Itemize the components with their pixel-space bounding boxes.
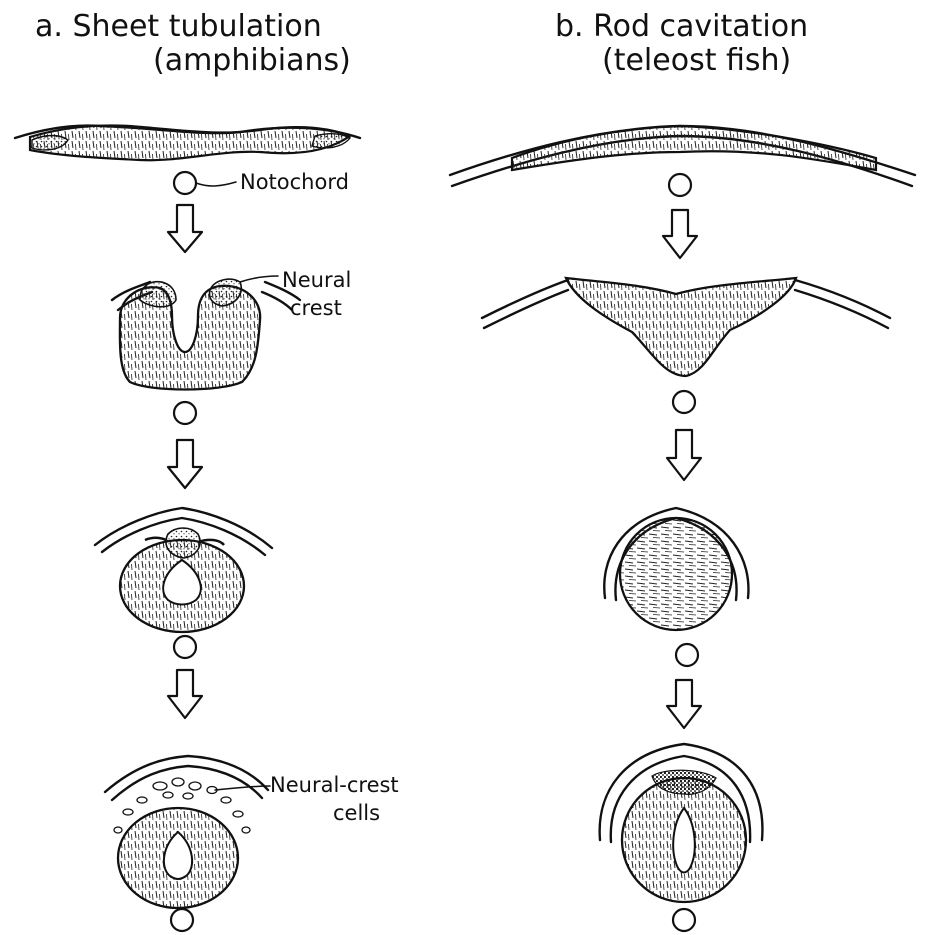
b-stage3-neural-rod	[604, 508, 748, 666]
neural-crest-cells-leader-line	[215, 786, 270, 790]
b-arrow-1	[663, 210, 697, 258]
notochord	[174, 172, 196, 194]
b-notochord-1	[669, 174, 691, 196]
a-stage1-neural-plate	[15, 125, 360, 194]
b-stage1-plate	[450, 126, 915, 196]
neural-rod	[620, 518, 732, 630]
neural-crest-dots-right	[312, 134, 350, 148]
b-stage4-cavitated-tube	[600, 744, 763, 931]
a-arrow-3	[168, 670, 202, 718]
a-stage4-neural-tube	[105, 756, 270, 931]
notochord-leader-line	[196, 182, 236, 186]
b-arrow-3	[667, 680, 701, 728]
a-arrow-1	[168, 205, 202, 252]
a-arrow-2	[168, 440, 202, 488]
notochord-4	[171, 909, 193, 931]
a-stage2-neural-folds	[112, 276, 300, 424]
b-stage2-neural-keel	[482, 278, 890, 413]
neural-plate	[30, 125, 350, 160]
notochord-3	[174, 636, 196, 658]
neural-crest-left-fold	[140, 282, 176, 307]
b-notochord-4	[673, 909, 695, 931]
neural-keel	[566, 278, 796, 376]
notochord-2	[174, 402, 196, 424]
neural-crest-3	[166, 528, 200, 558]
b-notochord-2	[673, 391, 695, 413]
b-notochord-3	[676, 644, 698, 666]
neural-crest-leader-line	[240, 276, 278, 282]
neural-keel-plate	[512, 126, 876, 170]
b-arrow-2	[667, 430, 701, 480]
a-stage3-tube-closing	[95, 508, 272, 658]
